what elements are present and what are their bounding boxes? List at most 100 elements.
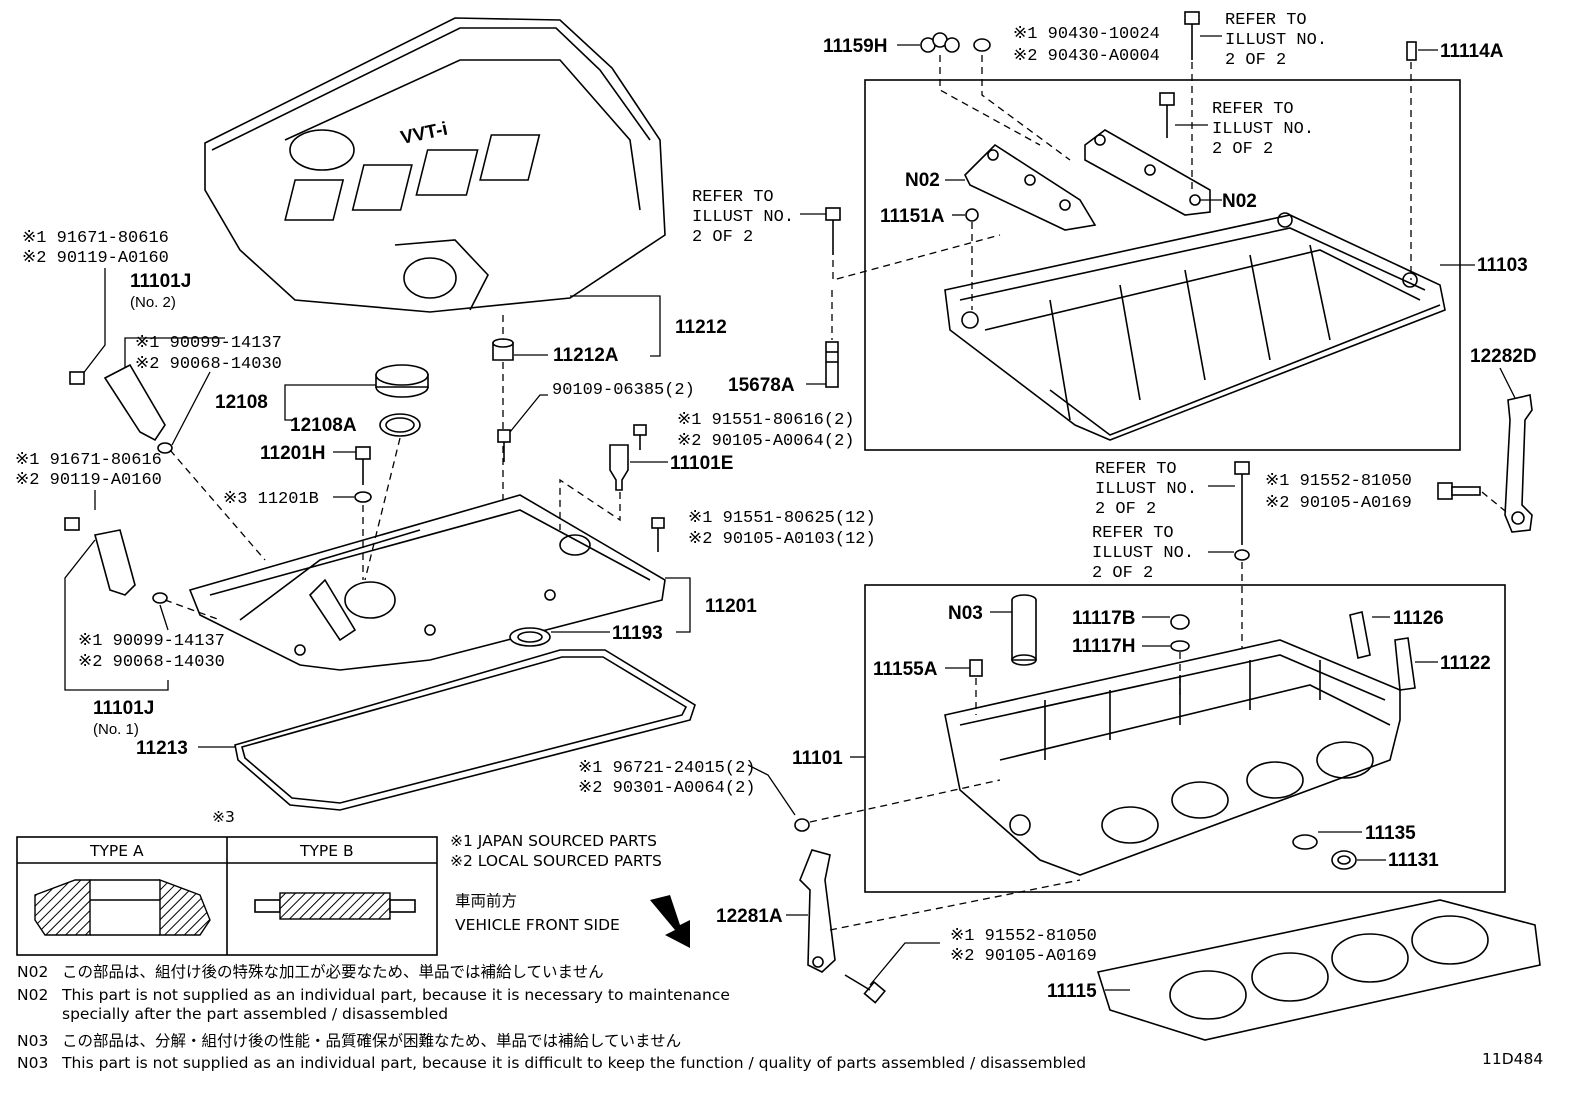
part-label-90430-a0004[interactable]: ※2 90430-A0004 [1013,47,1160,66]
refer-1-line-1: REFER TO [1225,11,1307,30]
part-label-90109-06385[interactable]: 90109-06385(2) [552,381,695,400]
ocv-11101J-no1[interactable] [64,517,168,604]
part-label-n02-b[interactable]: N02 [1222,191,1257,212]
part-label-11201B[interactable]: ※3 11201B [223,490,319,509]
bolt-91552-lower[interactable] [844,974,886,1004]
part-label-11117B[interactable]: 11117B [1072,608,1135,629]
part-label-n02-a[interactable]: N02 [905,170,940,191]
part-label-11131[interactable]: 11131 [1388,850,1439,871]
part-label-11103[interactable]: 11103 [1477,255,1528,276]
part-label-90105-a0103[interactable]: ※2 90105-A0103(12) [688,530,876,549]
part-label-90105-a0169-a[interactable]: ※2 90105-A0169 [1265,494,1412,513]
bolt-11201H[interactable] [355,446,371,485]
part-label-90119-a0160-a[interactable]: ※2 90119-A0160 [22,249,169,268]
bracket-12281A[interactable] [799,849,836,973]
bolt-91552-right[interactable] [1437,482,1481,500]
part-label-91551-80616[interactable]: ※1 91551-80616(2) [677,411,854,430]
part-label-11201H[interactable]: 11201H [260,443,326,464]
grommet-11212A[interactable] [492,338,514,361]
gasket-11117H[interactable] [1170,640,1190,652]
part-label-n03[interactable]: N03 [948,603,983,624]
refer-4-line-2: ILLUST NO. [1095,480,1197,499]
part-label-91671-80616-b[interactable]: ※1 91671-80616 [15,451,162,470]
part-label-11101E[interactable]: 11101E [670,453,733,474]
pin-11114A[interactable] [1406,41,1417,61]
part-label-90099-14137-a[interactable]: ※1 90099-14137 [135,334,282,353]
part-label-11155A[interactable]: 11155A [873,659,938,680]
oil-filler-cap-12108[interactable] [375,364,429,398]
bolt-90109[interactable] [497,429,511,462]
part-label-90068-14030-a[interactable]: ※2 90068-14030 [135,355,282,374]
part-label-11101J-no1[interactable]: 11101J [93,698,154,719]
sensor-11101E[interactable] [609,444,629,491]
bolt-refer-3[interactable] [825,207,841,255]
refer-2-line-3: 2 OF 2 [1212,140,1273,159]
part-label-12108A[interactable]: 12108A [290,415,357,436]
seal-11201B[interactable] [354,491,372,503]
part-label-11101J-no2-sub: (No. 2) [130,294,176,311]
pin-11155A[interactable] [969,659,983,677]
part-label-11201[interactable]: 11201 [705,596,757,617]
tube-n03[interactable] [1011,594,1037,666]
part-label-91552-81050-b[interactable]: ※1 91552-81050 [950,927,1097,946]
part-label-91551-80625[interactable]: ※1 91551-80625(12) [688,509,876,528]
part-label-11114A[interactable]: 11114A [1440,41,1504,62]
engine-cover-11212[interactable]: VVT-i [204,17,666,313]
seal-11131[interactable] [1331,850,1357,870]
bolt-91551-sensor[interactable] [633,424,647,450]
part-label-11151A[interactable]: 11151A [880,206,945,227]
gasket-11193[interactable] [509,627,551,647]
part-label-11122[interactable]: 11122 [1440,653,1491,674]
part-label-11101J-no2[interactable]: 11101J [130,271,191,292]
plug-96721[interactable] [794,818,810,832]
part-label-11193[interactable]: 11193 [612,623,663,644]
gasket-12108A[interactable] [379,413,421,437]
part-label-11212A[interactable]: 11212A [553,345,619,366]
part-label-90119-a0160-b[interactable]: ※2 90119-A0160 [15,471,162,490]
bolt-refer-2[interactable] [1159,92,1175,138]
part-label-11117H[interactable]: 11117H [1072,636,1135,657]
bolt-refer-1[interactable] [1184,11,1200,60]
pin-11151A[interactable] [965,208,979,222]
part-label-12281A[interactable]: 12281A [716,906,783,927]
ocv-11101J-no2[interactable] [69,363,173,454]
part-label-11126[interactable]: 11126 [1393,608,1444,629]
part-label-90301-a0064[interactable]: ※2 90301-A0064(2) [578,779,755,798]
part-label-90430-10024[interactable]: ※1 90430-10024 [1013,25,1160,44]
part-label-96721-24015[interactable]: ※1 96721-24015(2) [578,759,755,778]
type-a-seal-section [34,878,211,936]
bearing-cap-n02-a[interactable] [964,143,1097,231]
bracket-12282D[interactable] [1504,394,1533,533]
part-label-90099-14137-b[interactable]: ※1 90099-14137 [78,632,225,651]
part-label-11115[interactable]: 11115 [1047,981,1097,1002]
cylinder-head-11101[interactable] [944,639,1401,876]
head-gasket-11115[interactable] [1096,899,1541,1041]
camshaft-housing-11103[interactable] [944,212,1446,441]
part-label-91552-81050-a[interactable]: ※1 91552-81050 [1265,472,1412,491]
part-label-90068-14030-b[interactable]: ※2 90068-14030 [78,653,225,672]
refer-bolts-head[interactable] [1234,461,1250,561]
gasket-11159H[interactable] [920,32,960,53]
part-label-11212[interactable]: 11212 [675,317,727,338]
part-label-11213[interactable]: 11213 [136,738,188,759]
part-label-11135[interactable]: 11135 [1365,823,1416,844]
valve-cover-11201[interactable] [188,494,666,671]
guide-11122[interactable] [1394,637,1416,691]
plug-11117B[interactable] [1170,614,1190,630]
bearing-cap-n02-b[interactable] [1084,129,1211,216]
part-label-12282D[interactable]: 12282D [1470,346,1537,367]
part-label-11101[interactable]: 11101 [792,748,843,769]
gasket-11135[interactable] [1292,834,1318,850]
part-label-90105-a0064[interactable]: ※2 90105-A0064(2) [677,432,854,451]
part-label-15678A[interactable]: 15678A [728,375,795,396]
stud-15678A[interactable] [825,341,839,388]
bolt-91551-80625[interactable] [651,517,665,552]
part-label-12108[interactable]: 12108 [215,392,268,413]
gasket-11213[interactable] [234,649,696,811]
gasket-90430[interactable] [973,38,991,52]
part-label-90105-a0169-b[interactable]: ※2 90105-A0169 [950,947,1097,966]
guide-11126[interactable] [1349,611,1371,659]
part-label-91671-80616-a[interactable]: ※1 91671-80616 [22,229,169,248]
note-n03-en: This part is not supplied as an individu… [61,1054,1086,1072]
part-label-11159H[interactable]: 11159H [823,36,887,57]
